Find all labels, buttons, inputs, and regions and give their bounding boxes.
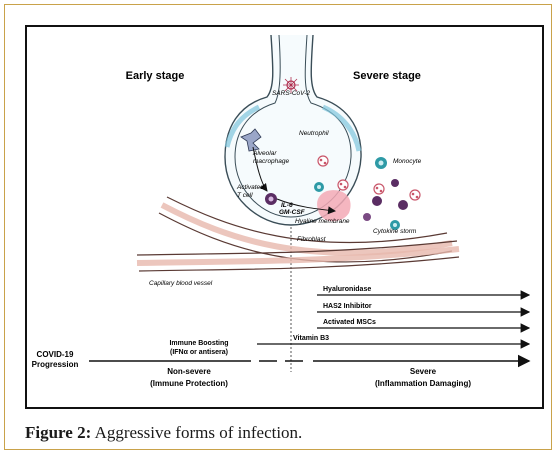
non-severe-sublabel: (Immune Protection) bbox=[150, 379, 228, 388]
capillary-label: Capillary blood vessel bbox=[149, 280, 213, 287]
neutrophil-label: Neutrophil bbox=[299, 130, 329, 137]
t-cell-icon bbox=[265, 193, 277, 205]
treatment-label-immune-boosting: Immune Boosting(IFNα or antisera) bbox=[169, 340, 228, 356]
caption-label: Figure 2: bbox=[25, 423, 92, 442]
treatment-label-vitamin-b3: Vitamin B3 bbox=[293, 335, 329, 342]
early-stage-heading: Early stage bbox=[126, 70, 185, 82]
monocyte-icon bbox=[314, 157, 400, 230]
diagram-frame: Early stage Severe stage bbox=[25, 25, 544, 409]
diagram: Early stage Severe stage bbox=[32, 34, 531, 388]
macrophage-icon bbox=[240, 128, 262, 152]
gmcsf-label: GM-CSF bbox=[279, 209, 306, 216]
treatment-label-hyaluronidase: Hyaluronidase bbox=[323, 286, 371, 293]
hyaline-membrane bbox=[317, 190, 351, 222]
fibroblast-label: Fibroblast bbox=[297, 236, 327, 243]
neutrophil-icon bbox=[317, 155, 421, 201]
figure-container: Early stage Severe stage bbox=[4, 4, 552, 450]
capillary-blood-vessel bbox=[136, 196, 460, 272]
treatment-label-has2: HAS2 Inhibitor bbox=[323, 303, 372, 310]
severe-stage-heading: Severe stage bbox=[353, 70, 421, 82]
cytokine-storm-label: Cytokine storm bbox=[373, 228, 417, 235]
alveolus bbox=[224, 34, 362, 226]
caption-text: Aggressive forms of infection. bbox=[91, 423, 303, 442]
severe-sublabel: (Inflammation Damaging) bbox=[375, 379, 471, 388]
cytokine-storm-cells bbox=[363, 179, 408, 221]
figure-caption: Figure 2: Aggressive forms of infection. bbox=[25, 423, 302, 443]
treatment-arrows: Hyaluronidase HAS2 Inhibitor Activated M… bbox=[169, 286, 531, 356]
treatment-label-mscs: Activated MSCs bbox=[323, 319, 376, 326]
il6-label: IL-6 bbox=[281, 202, 293, 209]
virus-label: SARS-CoV-2 bbox=[272, 90, 310, 97]
monocyte-label: Monocyte bbox=[393, 158, 422, 165]
hyaline-label: Hyaline membrane bbox=[295, 218, 350, 225]
virus-icon bbox=[283, 77, 299, 93]
severe-label: Severe bbox=[410, 367, 437, 376]
non-severe-label: Non-severe bbox=[167, 367, 211, 376]
